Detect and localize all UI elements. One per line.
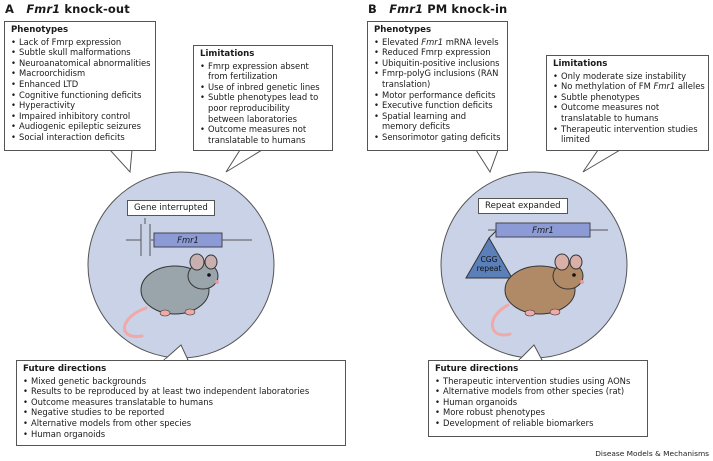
journal-credit: Disease Models & Mechanisms	[595, 449, 709, 458]
mouse-grey-icon	[123, 253, 219, 338]
list-item: Human organoids	[23, 429, 339, 440]
phenotypes-box-a: Phenotypes Lack of Fmrp expression Subtl…	[4, 21, 156, 151]
panel-a-suffix: knock-out	[64, 2, 130, 16]
list-item: Hyperactivity	[11, 100, 149, 111]
list-item: Social interaction deficits	[11, 132, 149, 143]
panel-b-gene: Fmr1	[389, 2, 424, 16]
panel-b-letter: B	[368, 2, 377, 16]
list-item: Only moderate size instability	[553, 71, 702, 82]
list-item: Outcome measures translatable to humans	[23, 397, 339, 408]
tail-a-limit	[225, 149, 264, 173]
future-list-b: Therapeutic intervention studies using A…	[435, 376, 641, 429]
gene-label-b: Fmr1	[532, 225, 554, 235]
gene-bar-b	[495, 222, 591, 238]
phenotypes-heading-b: Phenotypes	[374, 25, 432, 35]
list-item: Use of inbred genetic lines	[200, 82, 326, 93]
tail-b-pheno	[475, 149, 499, 174]
list-item: More robust phenotypes	[435, 407, 641, 418]
future-box-b: Future directions Therapeutic interventi…	[428, 360, 648, 437]
repeat-expanded-label: Repeat expanded	[478, 198, 568, 214]
list-item: Development of reliable biomarkers	[435, 418, 641, 429]
future-heading-b: Future directions	[435, 364, 519, 374]
tail-a-pheno	[108, 149, 133, 174]
limitations-box-a: Limitations Fmrp expression absent from …	[193, 45, 333, 151]
panel-b-suffix: PM knock-in	[427, 2, 508, 16]
limitations-box-b: Limitations Only moderate size instabili…	[546, 55, 709, 151]
cgg-triangle	[465, 236, 513, 279]
panel-b-title: B Fmr1 PM knock-in	[368, 2, 507, 16]
gene-bar-a	[153, 232, 223, 248]
future-box-a: Future directions Mixed genetic backgrou…	[16, 360, 346, 446]
limitations-heading-b: Limitations	[553, 59, 608, 69]
phenotypes-heading-a: Phenotypes	[11, 25, 69, 35]
list-item: Outcome measures not translatable to hum…	[200, 124, 326, 145]
list-item: Outcome measures not translatable to hum…	[553, 102, 702, 123]
list-item: Cognitive functioning deficits	[11, 90, 149, 101]
list-item: Negative studies to be reported	[23, 407, 339, 418]
gene-interrupted-label: Gene interrupted	[127, 200, 215, 216]
limitations-heading-a: Limitations	[200, 49, 255, 59]
list-item: Subtle skull malformations	[11, 47, 149, 58]
list-item: Results to be reproduced by at least two…	[23, 386, 339, 397]
limitations-list-a: Fmrp expression absent from fertilizatio…	[200, 61, 326, 146]
list-item: Sensorimotor gating deficits	[374, 132, 501, 143]
list-item: No methylation of FM Fmr1 alleles	[553, 81, 705, 92]
list-item: Fmrp expression absent from fertilizatio…	[200, 61, 326, 82]
list-item: Executive function deficits	[374, 100, 501, 111]
list-item: Ubiquitin-positive inclusions	[374, 58, 501, 69]
list-item: Spatial learning and memory deficits	[374, 111, 501, 132]
list-item: Alternative models from other species	[23, 418, 339, 429]
list-item: Enhanced LTD	[11, 79, 149, 90]
list-item: Subtle phenotypes	[553, 92, 702, 103]
panel-a-title: A Fmr1 knock-out	[5, 2, 130, 16]
future-heading-a: Future directions	[23, 364, 107, 374]
phenotypes-box-b: Phenotypes Elevated Fmr1 mRNA levels Red…	[367, 21, 508, 151]
phenotypes-list-a: Lack of Fmrp expression Subtle skull mal…	[11, 37, 151, 143]
list-item: Therapeutic intervention studies limited	[553, 124, 702, 145]
list-item: Human organoids	[435, 397, 641, 408]
list-item: Subtle phenotypes lead to poor reproduci…	[200, 92, 326, 124]
mouse-brown-icon	[490, 253, 584, 337]
future-list-a: Mixed genetic backgrounds Results to be …	[23, 376, 339, 440]
list-item: Audiogenic epileptic seizures	[11, 121, 149, 132]
limitations-list-b: Only moderate size instability No methyl…	[553, 71, 705, 145]
list-item: Macroorchidism	[11, 68, 149, 79]
list-item: Neuroanatomical abnormalities	[11, 58, 151, 69]
list-item: Elevated Fmr1 mRNA levels	[374, 37, 501, 48]
list-item: Lack of Fmrp expression	[11, 37, 149, 48]
list-item: Therapeutic intervention studies using A…	[435, 376, 641, 387]
panel-a-letter: A	[5, 2, 15, 16]
list-item: Mixed genetic backgrounds	[23, 376, 339, 387]
panel-a-gene: Fmr1	[26, 2, 61, 16]
gene-label-a: Fmr1	[177, 235, 199, 245]
list-item: Alternative models from other species (r…	[435, 386, 641, 397]
cgg-repeat-label: CGG repeat	[476, 255, 502, 273]
list-item: Fmrp-polyG inclusions (RAN translation)	[374, 68, 501, 89]
phenotypes-list-b: Elevated Fmr1 mRNA levels Reduced Fmrp e…	[374, 37, 501, 143]
list-item: Reduced Fmrp expression	[374, 47, 501, 58]
list-item: Impaired inhibitory control	[11, 111, 149, 122]
list-item: Motor performance deficits	[374, 90, 501, 101]
tail-b-limit	[582, 149, 622, 173]
